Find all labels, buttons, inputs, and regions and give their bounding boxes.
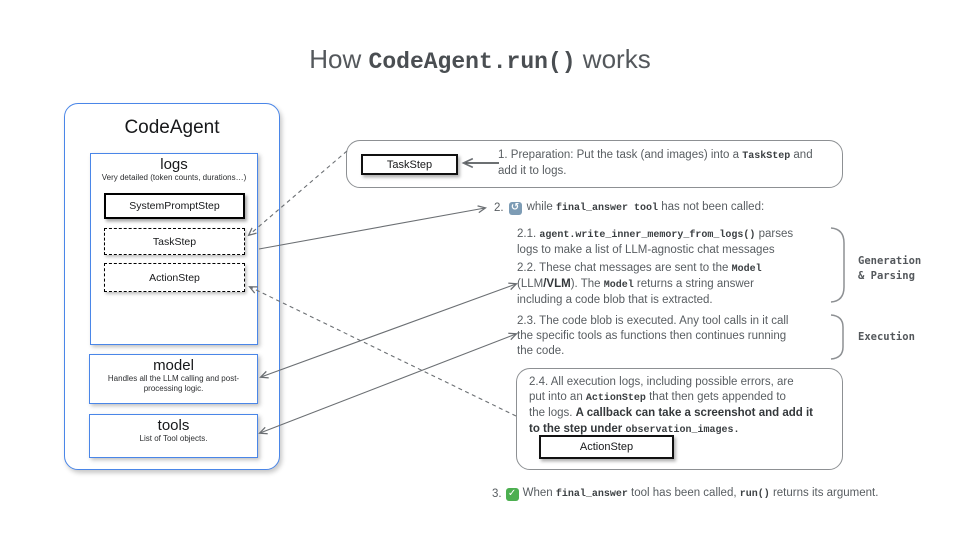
step2-text: while final_answer tool has not been cal… (527, 200, 765, 216)
step22-line3: including a code blob that is extracted. (517, 294, 713, 307)
step2-rest: has not been called: (658, 201, 765, 213)
actionstep-logs-chip: ActionStep (104, 263, 245, 292)
step2-line: 2. ↺ while final_answer tool has not bee… (494, 200, 764, 216)
execution-bracket (830, 314, 844, 360)
step1-line1-end: and (790, 149, 813, 161)
step24-actionstep-code: ActionStep (585, 393, 646, 405)
step3-mid: tool has been called, (627, 487, 740, 499)
step1-text: 1. Preparation: Put the task (and images… (498, 148, 843, 179)
step1-line1: 1. Preparation: Put the task (and images… (498, 149, 743, 161)
step2-code: final_answer tool (556, 203, 659, 214)
model-subtitle: Handles all the LLM calling and post-pro… (107, 374, 240, 393)
step3-run-code: run() (739, 489, 770, 500)
generation-parsing-label: Generation & Parsing (858, 254, 921, 284)
step3-text: When final_answer tool has been called, … (523, 486, 879, 502)
step22-mid: ). The (570, 278, 604, 291)
arrow-step24-to-actionstep (250, 287, 517, 417)
step3-end: returns its argument. (769, 487, 879, 499)
codeagent-panel: CodeAgent logs Very detailed (token coun… (64, 103, 280, 470)
step24-callback-bold: A callback can take a screenshot and add… (575, 407, 814, 420)
step21-code: agent.write_inner_memory_from_logs() (539, 230, 756, 241)
model-box: model Handles all the LLM calling and po… (89, 354, 258, 404)
arrow-model-step22 (261, 284, 516, 377)
title-pre: How (309, 44, 369, 74)
step1-line2: add it to logs. (498, 165, 567, 178)
loop-icon: ↺ (508, 201, 522, 215)
step1-code: TaskStep (742, 151, 791, 162)
step23-text: 2.3. The code blob is executed. Any tool… (517, 314, 788, 360)
step24-line2-end: that then gets appended to (645, 391, 786, 404)
step3-finalanswer-code: final_answer (555, 489, 628, 500)
arrow-tools-step23 (260, 334, 516, 433)
step24-observation-code: observation_images. (625, 424, 740, 436)
step22-model-code: Model (731, 264, 762, 275)
step23-line2: the specific tools as functions then con… (517, 330, 787, 343)
step21-text: 2.1. agent.write_inner_memory_from_logs(… (517, 227, 793, 258)
codeagent-panel-title: CodeAgent (124, 117, 220, 138)
tools-title: tools (157, 417, 190, 434)
step22-vlm-bold: /VLM (543, 278, 571, 291)
step24-line2: put into an (529, 391, 586, 404)
diagram-title: How CodeAgent.run() works (0, 44, 960, 75)
taskstep-chip: TaskStep (361, 154, 458, 175)
generation-label-line1: Generation (858, 255, 922, 267)
tools-box: tools List of Tool objects. (89, 414, 258, 458)
step3-when: When (522, 487, 556, 499)
generation-parsing-bracket (830, 227, 845, 303)
step3-line: 3. ✓ When final_answer tool has been cal… (492, 486, 878, 502)
taskstep-logs-chip: TaskStep (104, 228, 245, 255)
title-code: CodeAgent.run() (368, 49, 576, 75)
step24-line1: 2.4. All execution logs, including possi… (529, 376, 794, 388)
step22-llm: (LLM (517, 278, 544, 291)
step23-line3: the code. (517, 345, 565, 358)
arrow-logs-to-step2 (258, 208, 485, 250)
execution-label-text: Execution (858, 331, 915, 343)
step21-line2: logs to make a list of LLM-agnostic chat… (517, 244, 775, 257)
tools-subtitle: List of Tool objects. (139, 434, 208, 443)
step22-line2-end: returns a string answer (633, 278, 754, 291)
step1-box: TaskStep 1. Preparation: Put the task (a… (346, 140, 843, 188)
step21-num: 2.1. (517, 228, 540, 240)
generation-label-line2: & Parsing (858, 270, 915, 282)
actionstep-chip: ActionStep (539, 435, 674, 459)
step24-text: 2.4. All execution logs, including possi… (529, 375, 837, 438)
step24-box: 2.4. All execution logs, including possi… (516, 368, 843, 470)
step2-while: while (526, 201, 556, 213)
check-icon: ✓ (505, 487, 519, 501)
logs-title: logs (160, 156, 188, 173)
logs-box: logs Very detailed (token counts, durati… (90, 153, 258, 345)
model-title: model (153, 357, 194, 374)
systempromptstep-chip: SystemPromptStep (104, 193, 245, 219)
step22-text: 2.2. These chat messages are sent to the… (517, 261, 762, 309)
step3-number: 3. (492, 487, 502, 500)
title-post: works (575, 44, 651, 74)
step22-model-code2: Model (603, 280, 634, 292)
step23-line1: 2.3. The code blob is executed. Any tool… (517, 315, 789, 327)
step24-line4: to the step under (529, 422, 626, 435)
step24-line3: the logs. (529, 407, 576, 420)
logs-subtitle: Very detailed (token counts, durations…) (101, 173, 247, 182)
step21-line1-end: parses (755, 228, 794, 240)
execution-label: Execution (858, 330, 915, 345)
step2-number: 2. (494, 201, 504, 214)
step22-line1: 2.2. These chat messages are sent to the (517, 262, 732, 274)
